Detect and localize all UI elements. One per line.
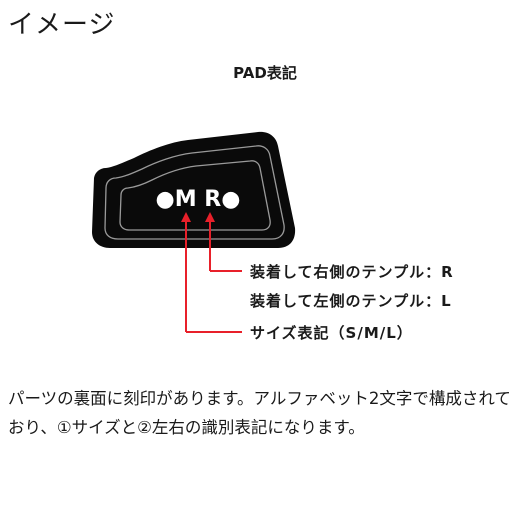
size-arrowhead (181, 212, 191, 222)
callout-left: 装着して左側のテンプル：L (249, 292, 452, 310)
r-arrowhead (205, 212, 215, 222)
pad-outline-inner (119, 160, 271, 231)
leader-lines (185, 218, 242, 333)
pad-outline-outer (104, 145, 285, 240)
pad-engraving: ●M R● (156, 187, 241, 212)
callout-size: サイズ表記（S/M/L） (250, 324, 413, 342)
page-heading: イメージ (8, 10, 116, 40)
leader-arrowheads (181, 212, 215, 222)
pad-diagram: PAD表記 ●M R● 装着して右側のテンプル：R 装着して左側のテンプル：L … (92, 64, 454, 342)
nose-pad: ●M R● (92, 131, 296, 248)
description-text: パーツの裏面に刻印があります。アルファベット2文字で構成されており、①サイズと②… (8, 389, 511, 437)
callout-right: 装着して右側のテンプル：R (249, 263, 454, 281)
pad-title: PAD表記 (233, 64, 297, 82)
